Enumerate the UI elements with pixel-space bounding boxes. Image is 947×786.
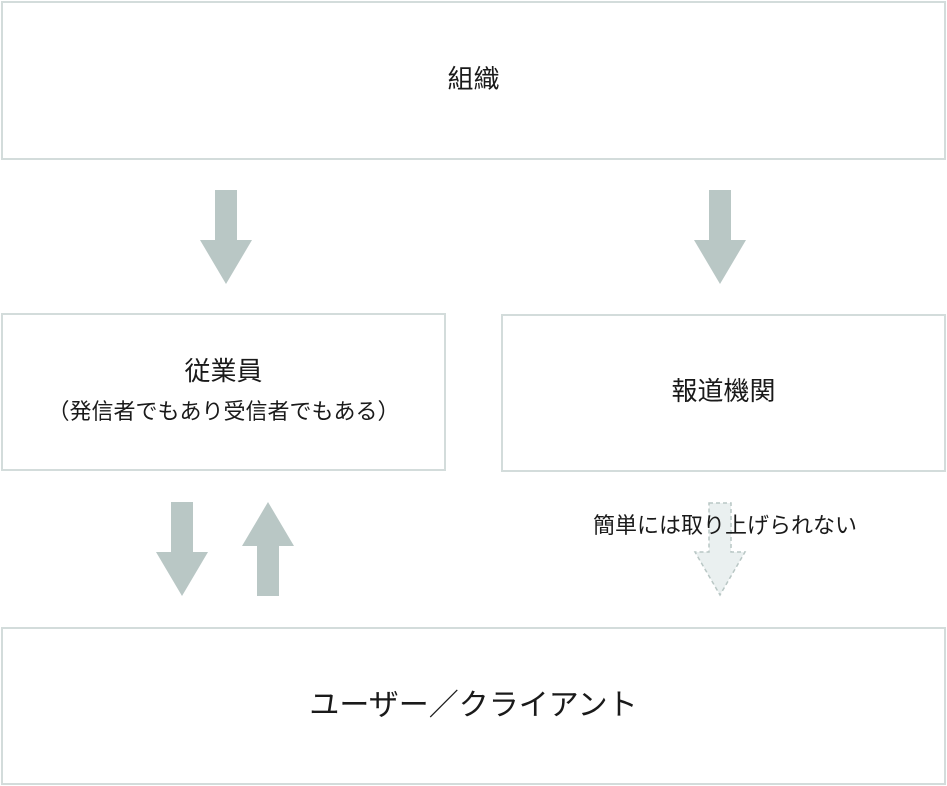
users-label: ユーザー／クライアント	[309, 688, 638, 723]
employees-box: 従業員 （発信者でもあり受信者でもある）	[1, 313, 446, 471]
employees-label: 従業員	[184, 357, 263, 388]
organization-box: 組織	[1, 1, 946, 160]
arrow-employees-to-users	[156, 502, 208, 596]
media-label: 報道機関	[671, 377, 776, 408]
arrow-users-to-employees	[242, 502, 294, 596]
arrow-org-to-media	[694, 190, 746, 284]
media-box: 報道機関	[501, 314, 946, 472]
media-to-users-note: 簡単には取り上げられない	[592, 514, 857, 539]
dashed-arrow-media-to-users	[693, 502, 747, 597]
users-box: ユーザー／クライアント	[1, 627, 946, 785]
arrow-org-to-employees	[200, 190, 252, 284]
employees-sublabel: （発信者でもあり受信者でもある）	[47, 400, 400, 426]
organization-label: 組織	[447, 64, 500, 95]
